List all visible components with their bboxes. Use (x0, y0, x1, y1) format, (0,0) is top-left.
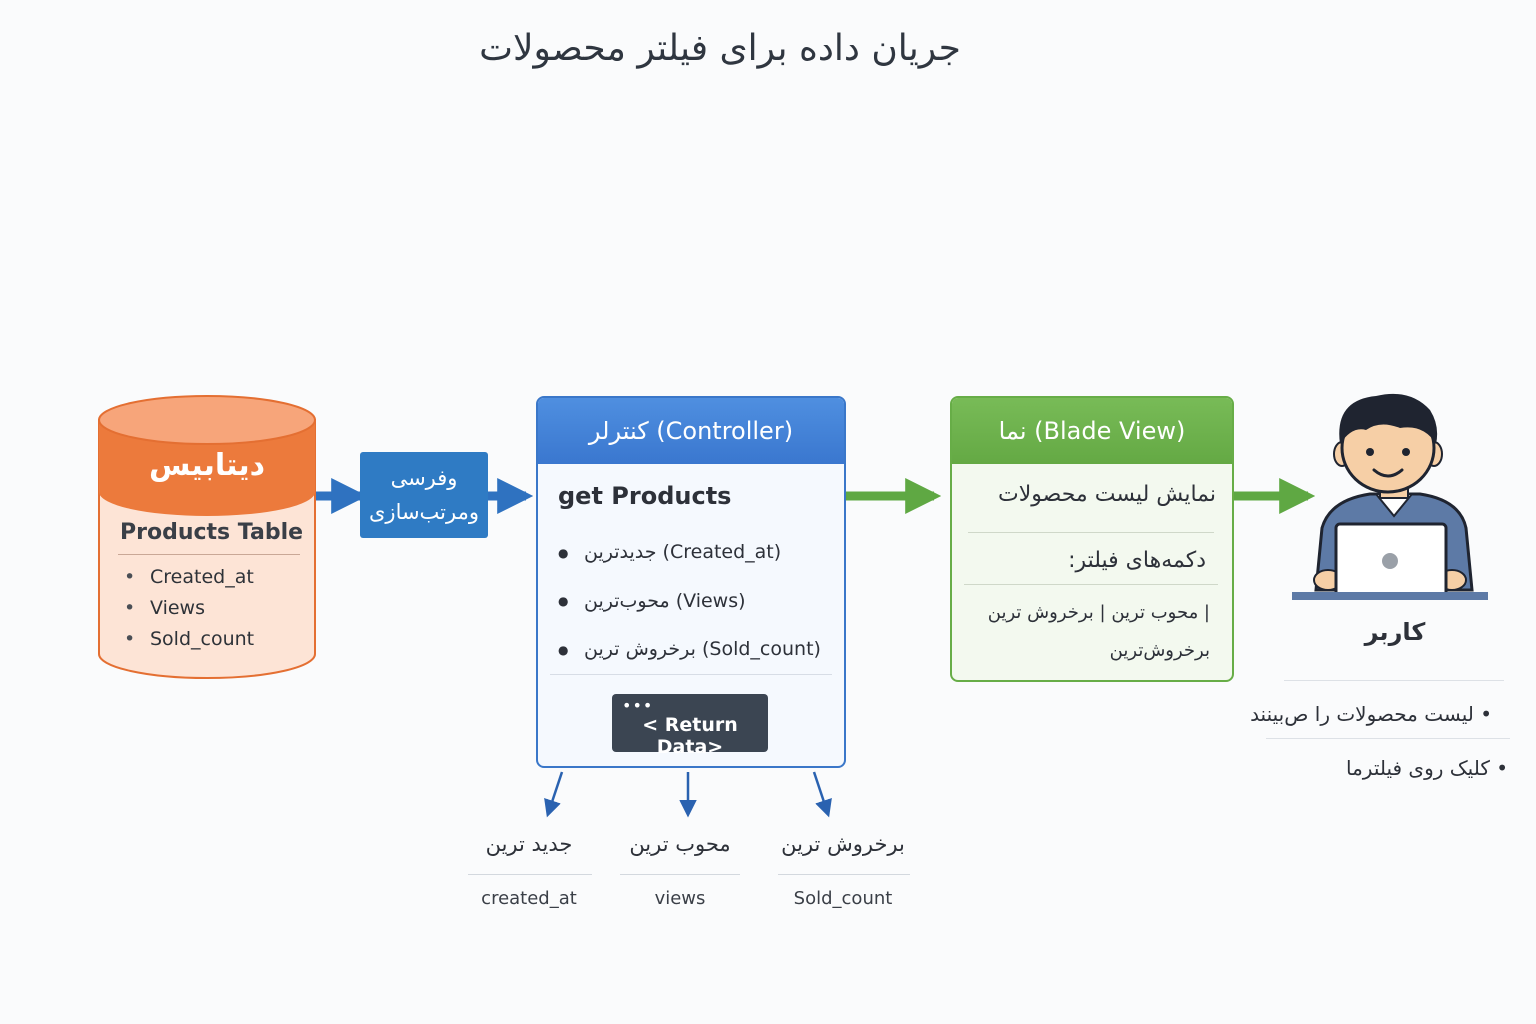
filter-sort-box: وفرسی ومرتب‌سازی (360, 452, 488, 538)
filter-box-line1: وفرسی (390, 466, 458, 490)
view-title: نما (Blade View) (952, 398, 1232, 464)
return-data-button: ••• < Return Data> (612, 694, 768, 758)
output-newest-label: جدید ترین (485, 832, 573, 856)
user-action-item: • کلیک روی فیلترما (1346, 756, 1508, 780)
bullet-icon: • (1473, 702, 1492, 726)
arrow-to-bestselling (812, 771, 832, 818)
user-action-text: کلیک روی فیلترما (1345, 756, 1490, 780)
database-divider (118, 554, 300, 555)
output-newest-field: created_at (481, 888, 577, 909)
bullet-icon: • (1489, 756, 1508, 780)
output-popular-field: views (654, 888, 706, 909)
blade-view-card: نما (Blade View) نمایش لیست محصولات دکمه… (950, 396, 1234, 682)
products-table-title: Products Table (120, 520, 304, 545)
user-action-text: لیست محصولات را ص‌بینند (1250, 702, 1474, 726)
view-divider (964, 584, 1218, 585)
controller-divider (550, 674, 832, 675)
view-product-list-text: نمایش لیست محصولات (998, 482, 1216, 507)
diagram-title: جریان داده برای فیلتر محصولات (479, 28, 961, 69)
database-title: دیتابیس (148, 448, 266, 483)
controller-title: کنترلر (Controller) (538, 398, 844, 464)
view-filter-buttons-text: | محوب ترین | برخروش ترین برخروش‌ترین (987, 602, 1210, 661)
database-field-list: Created_at Views Sold_count (124, 562, 254, 655)
controller-card: کنترلر (Controller) get Products جدیدتری… (536, 396, 846, 768)
controller-sort-item: برخروش ترین (Sold_count) (558, 625, 821, 674)
database-field: Views (124, 593, 254, 624)
controller-sort-item: جدیدترین (Created_at) (558, 528, 821, 577)
output-divider (620, 874, 740, 875)
user-avatar-icon (1292, 393, 1488, 600)
return-data-label: < Return Data> (642, 714, 738, 758)
user-divider (1284, 680, 1504, 681)
output-divider (468, 874, 592, 875)
output-bestselling-field: Sold_count (793, 888, 893, 909)
view-divider (968, 532, 1214, 533)
filter-box-line2: ومرتب‌سازی (368, 500, 479, 524)
output-bestselling-label: برخروش ترین (781, 832, 905, 856)
arrow-to-newest (544, 771, 564, 818)
user-label: کاربر (1364, 618, 1426, 646)
controller-sort-item: محوب‌ترین (Views) (558, 577, 821, 626)
return-dots-icon: ••• (622, 696, 654, 715)
controller-method: get Products (558, 482, 732, 510)
user-action-item: • لیست محصولات را ص‌بینند (1250, 702, 1492, 726)
output-divider (778, 874, 910, 875)
view-filter-buttons-heading: دکمه‌های فیلتر: (1068, 548, 1206, 573)
controller-sort-list: جدیدترین (Created_at) محوب‌ترین (Views) … (558, 528, 821, 674)
database-field: Sold_count (124, 624, 254, 655)
user-divider (1266, 738, 1510, 739)
database-field: Created_at (124, 562, 254, 593)
output-popular-label: محوب ترین (629, 832, 731, 856)
